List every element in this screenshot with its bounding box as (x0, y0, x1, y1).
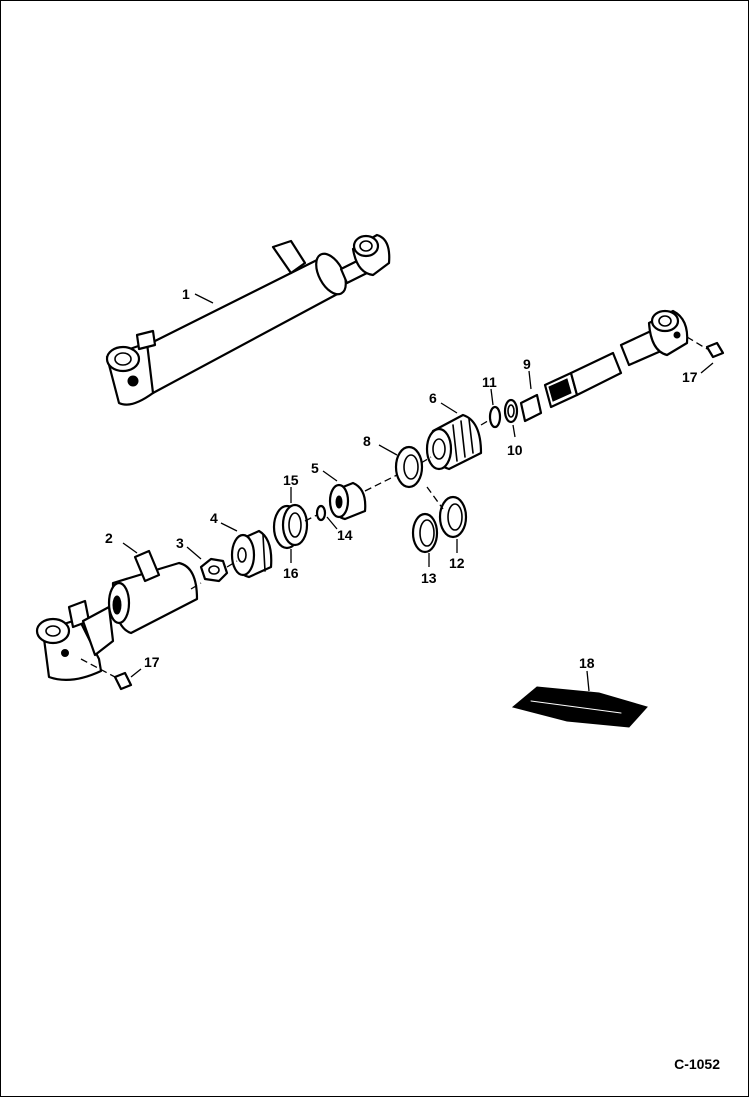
svg-text:17: 17 (682, 369, 698, 385)
part-2-barrel (35, 549, 199, 682)
part-17-grease-fitting-base (80, 658, 133, 691)
svg-text:11: 11 (482, 374, 497, 390)
callout-3: 3 (176, 535, 202, 560)
svg-text:12: 12 (449, 555, 465, 571)
svg-text:9: 9 (523, 356, 531, 372)
svg-text:5: 5 (311, 460, 319, 476)
part-12-seal-ring (438, 495, 468, 539)
callout-10: 10 (507, 424, 523, 458)
svg-text:14: 14 (337, 527, 353, 543)
callout-8: 8 (363, 433, 398, 456)
svg-text:2: 2 (105, 530, 113, 546)
callout-13: 13 (421, 553, 437, 586)
assembly-centerlines (190, 418, 492, 590)
part-10-rod-wiper (503, 398, 519, 424)
svg-text:3: 3 (176, 535, 184, 551)
part-3-nut (199, 557, 229, 583)
part-6-head-gland (425, 413, 483, 471)
part-9-rod (519, 309, 689, 423)
callout-11: 11 (482, 374, 497, 406)
callout-6: 6 (429, 390, 458, 414)
callout-4: 4 (210, 510, 238, 532)
part-18-decal (511, 686, 648, 728)
part-1-cylinder-assembly (105, 233, 391, 406)
svg-text:10: 10 (507, 442, 523, 458)
svg-text:18: 18 (579, 655, 595, 671)
callout-2: 2 (105, 530, 138, 554)
svg-text:4: 4 (210, 510, 218, 526)
callout-16: 16 (283, 549, 299, 581)
svg-text:6: 6 (429, 390, 437, 406)
part-17-grease-fitting-rod (686, 336, 725, 359)
callout-1: 1 (182, 286, 214, 304)
callout-17-base-end: 17 (130, 654, 160, 678)
figure-id: C-1052 (674, 1056, 720, 1072)
svg-text:15: 15 (283, 472, 299, 488)
part-14-o-ring (315, 504, 327, 522)
svg-text:17: 17 (144, 654, 160, 670)
part-11-rod-seal (488, 405, 502, 429)
svg-text:13: 13 (421, 570, 437, 586)
part-13-backup-ring (411, 512, 439, 554)
part-15-16-piston-seal (272, 503, 309, 550)
svg-text:1: 1 (182, 286, 190, 302)
svg-text:16: 16 (283, 565, 299, 581)
callout-5: 5 (311, 460, 338, 482)
callout-17-rod-end: 17 (682, 362, 714, 385)
callout-9: 9 (523, 356, 532, 390)
part-5-spacer (328, 481, 367, 521)
part-8-wiper-ring (394, 445, 424, 489)
callout-18: 18 (579, 655, 595, 692)
callout-14: 14 (326, 516, 353, 543)
callout-12: 12 (449, 539, 465, 571)
part-4-piston (230, 529, 273, 579)
svg-text:8: 8 (363, 433, 371, 449)
callout-15: 15 (283, 472, 299, 503)
